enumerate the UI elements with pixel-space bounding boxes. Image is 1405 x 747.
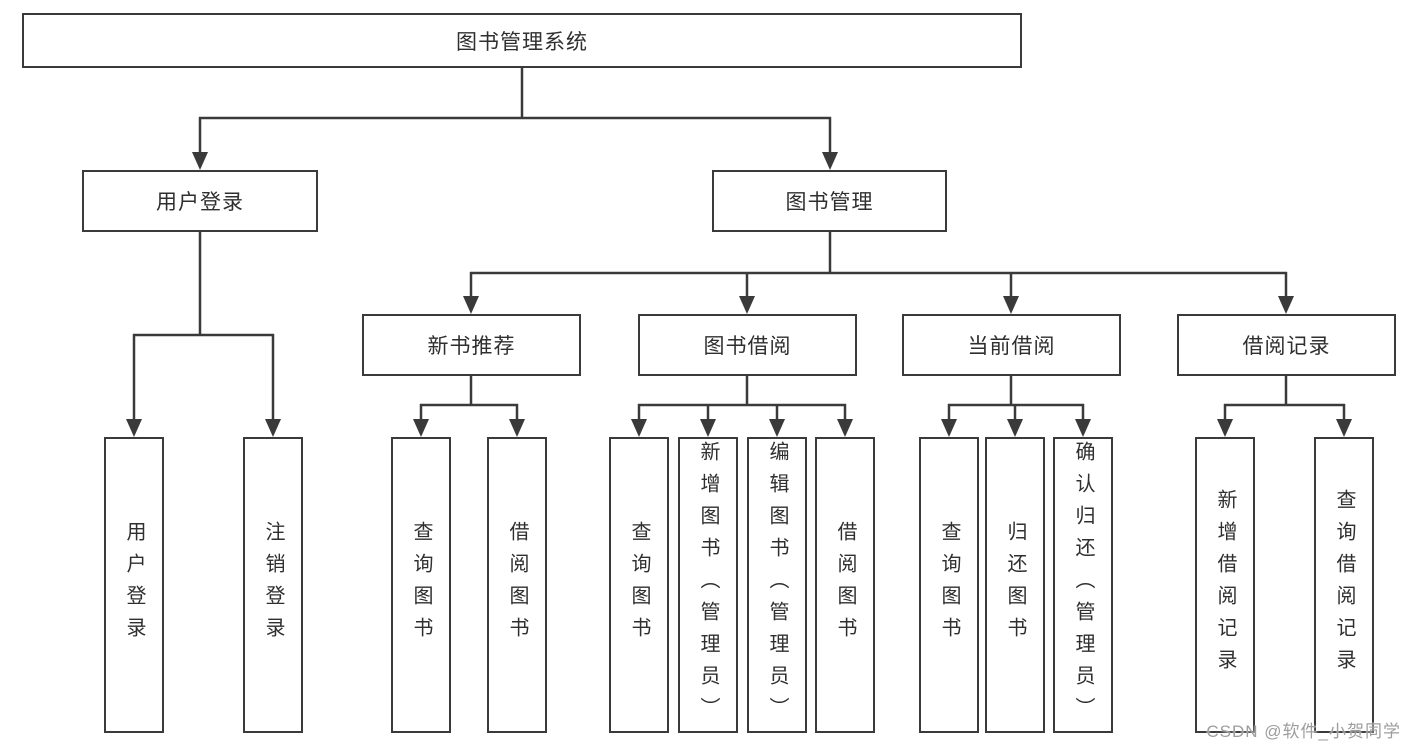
leaf-bb-query-book: 查询图书 (609, 437, 669, 733)
connector-current-borrow-to-leaves (941, 376, 1091, 437)
leaf-rec-query-book: 查询图书 (391, 437, 451, 733)
leaf-bb-add-book-admin: 新增图书（管理员） (678, 437, 738, 733)
node-user-login: 用户登录 (82, 170, 318, 232)
leaf-logout: 注销登录 (243, 437, 303, 733)
leaf-cb-query-book: 查询图书 (919, 437, 979, 733)
leaf-cb-return-book: 归还图书 (985, 437, 1045, 733)
connector-borrow-records-to-leaves (1217, 376, 1352, 437)
node-root: 图书管理系统 (22, 13, 1022, 68)
connector-user-login-to-leaves (126, 232, 281, 437)
leaf-br-query-record: 查询借阅记录 (1314, 437, 1374, 733)
node-borrow-records: 借阅记录 (1177, 314, 1396, 376)
node-book-mgmt: 图书管理 (712, 170, 947, 232)
leaf-br-add-record: 新增借阅记录 (1195, 437, 1255, 733)
leaf-cb-confirm-return-admin: 确认归还（管理员） (1053, 437, 1113, 733)
connector-book-mgmt-to-level3 (463, 232, 1294, 314)
node-current-borrow: 当前借阅 (902, 314, 1121, 376)
leaf-bb-edit-book-admin: 编辑图书（管理员） (747, 437, 807, 733)
connector-book-borrow-to-leaves (631, 376, 853, 437)
leaf-rec-borrow-book: 借阅图书 (487, 437, 547, 733)
leaf-user-login: 用户登录 (104, 437, 164, 733)
csdn-watermark: CSDN @软件_小贺同学 (1206, 722, 1401, 741)
node-new-book-rec: 新书推荐 (362, 314, 581, 376)
connector-root-to-level2 (192, 68, 838, 170)
connector-new-book-rec-to-leaves (413, 376, 525, 437)
node-book-borrow: 图书借阅 (638, 314, 857, 376)
leaf-bb-borrow-book: 借阅图书 (815, 437, 875, 733)
